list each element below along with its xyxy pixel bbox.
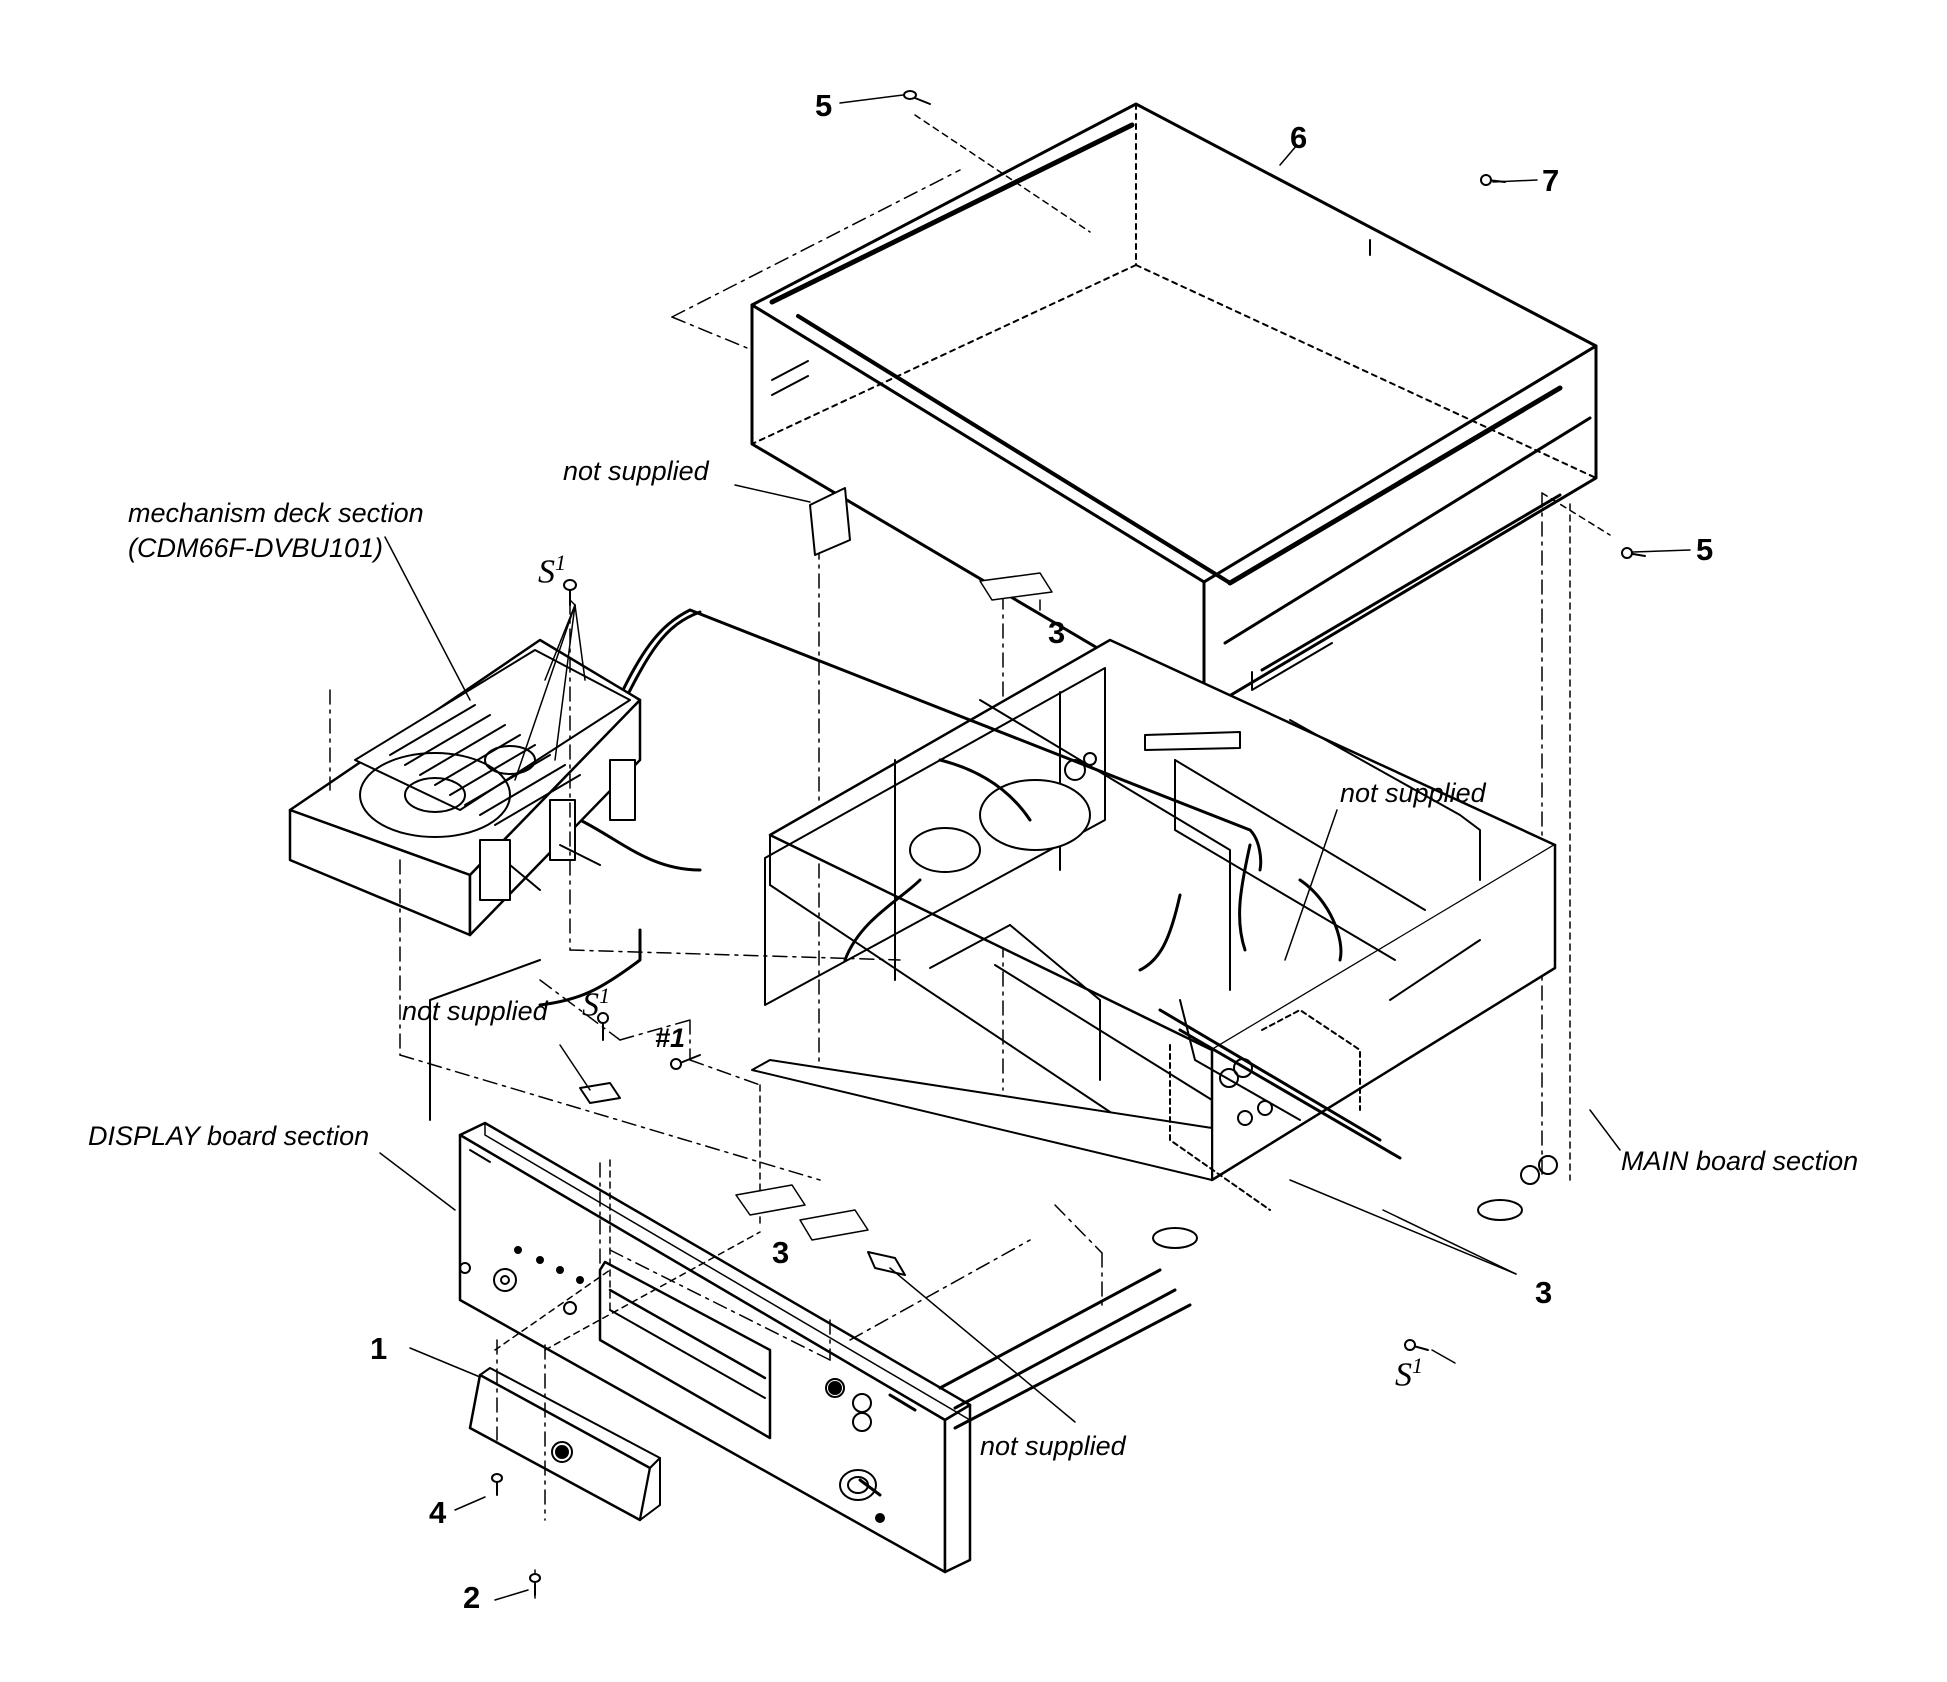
mechanism-deck-label: mechanism deck section: [128, 498, 424, 528]
screw-s1-right: [1404, 1339, 1429, 1351]
s1-label-mid: S1: [582, 983, 610, 1024]
mechanism-model-label: (CDM66F-DVBU101): [128, 533, 384, 563]
brackets-not-supplied: [579, 487, 1241, 1276]
chassis-frame: [751, 638, 1558, 1249]
top-case-part: [750, 102, 1598, 713]
callout-1: 1: [370, 1331, 388, 1366]
callout-5-top: 5: [815, 88, 833, 123]
front-door-part: [468, 1367, 661, 1522]
label-sheets: [735, 572, 1053, 1241]
main-board-label: MAIN board section: [1621, 1146, 1859, 1176]
screw-s1-deck: [563, 579, 577, 606]
front-panel-guides: [494, 979, 1103, 1601]
s1-label-deck: S1: [538, 550, 566, 591]
not-supplied-label-bottom: not supplied: [980, 1431, 1126, 1461]
screws: [491, 90, 1646, 1596]
callout-6: 6: [1290, 120, 1308, 155]
callout-4: 4: [429, 1495, 447, 1530]
callout-3-right: 3: [1535, 1275, 1553, 1310]
callout-5-right: 5: [1696, 532, 1714, 567]
screw-5-right: [1621, 547, 1646, 559]
mechanism-deck-part: [288, 638, 642, 937]
display-board-label: DISPLAY board section: [88, 1121, 370, 1151]
callout-3-front: 3: [772, 1235, 790, 1270]
screw-hash1: [670, 1054, 701, 1070]
mechanism-deck-guides: [329, 599, 901, 1181]
screw-7: [1480, 174, 1506, 186]
callout-3-top: 3: [1048, 615, 1066, 650]
not-supplied-label-left: not supplied: [402, 996, 548, 1026]
front-panel-part: [458, 1121, 972, 1574]
leader-lines: [379, 94, 1691, 1601]
wire-harness: [429, 608, 1343, 1121]
callout-2: 2: [463, 1580, 481, 1615]
s1-label-right: S1: [1395, 1353, 1423, 1394]
front-rails: [938, 1268, 1192, 1430]
screw-hash1-label: #1: [655, 1023, 686, 1053]
callout-7: 7: [1542, 163, 1560, 198]
screw-5-top: [903, 90, 931, 105]
screw-4: [491, 1473, 503, 1496]
not-supplied-label-right: not supplied: [1340, 778, 1486, 808]
screw-2: [529, 1573, 541, 1596]
not-supplied-label-top: not supplied: [563, 456, 709, 486]
screw-s1-mid: [597, 1012, 609, 1041]
